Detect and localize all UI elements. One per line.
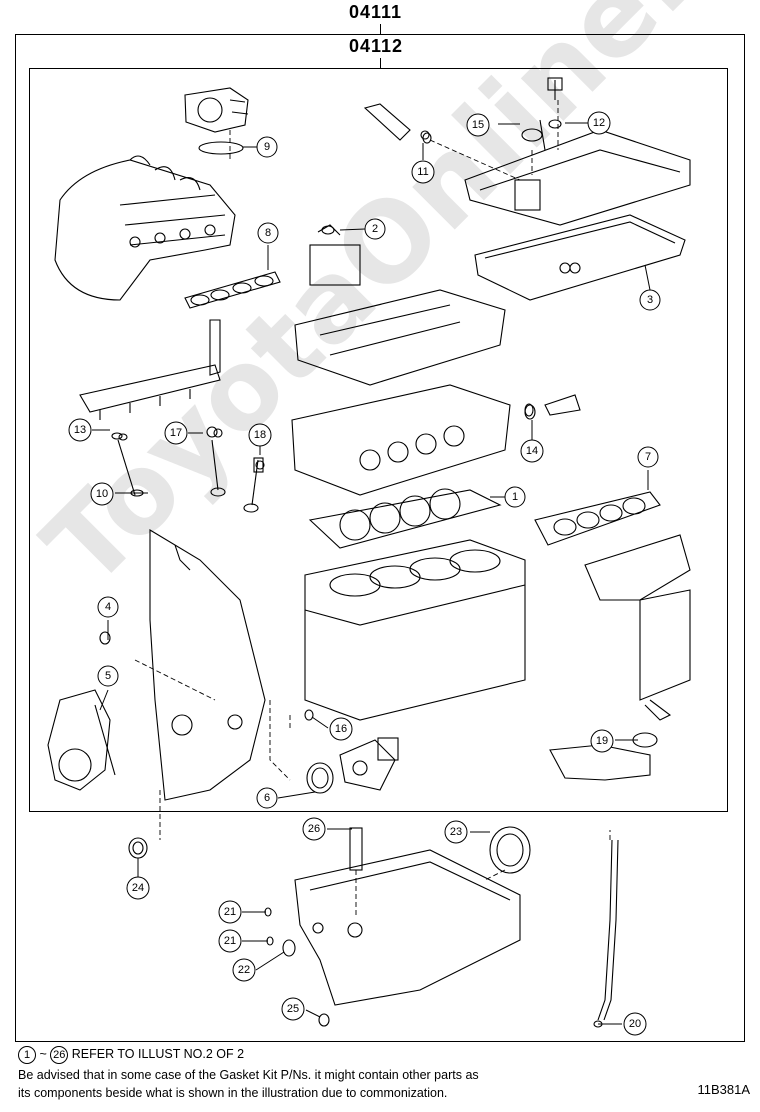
callout-5: 5 (97, 665, 119, 687)
callout-23: 23 (444, 820, 468, 844)
callout-9: 9 (256, 136, 278, 158)
valve-cover-drawing (464, 77, 691, 226)
callout-1: 1 (504, 486, 526, 508)
fuel-rail-drawing (79, 319, 221, 420)
injector-drawing (363, 103, 430, 141)
svg-text:6: 6 (264, 792, 270, 804)
svg-text:9: 9 (264, 141, 270, 153)
callout-21-lower: 21 (218, 929, 242, 953)
o-rings-drawing (99, 119, 562, 1027)
svg-text:1: 1 (512, 491, 518, 503)
callout-6: 6 (256, 787, 278, 809)
water-pump-drawing (47, 689, 116, 791)
exhaust-gasket-drawing (534, 491, 661, 546)
svg-text:21: 21 (224, 935, 236, 947)
intake-gasket-drawing (184, 271, 281, 309)
advisory-line-2: its components beside what is shown in t… (18, 1086, 448, 1100)
svg-text:20: 20 (629, 1018, 641, 1030)
dipstick-drawing (593, 839, 619, 1028)
callout-3: 3 (639, 289, 661, 311)
svg-text:25: 25 (287, 1003, 299, 1015)
svg-text:10: 10 (96, 488, 108, 500)
assembly-lines (134, 100, 611, 915)
water-outlet-drawing (339, 737, 399, 791)
intake-manifold-drawing (54, 155, 236, 301)
callout-25: 25 (281, 997, 305, 1021)
svg-text:19: 19 (596, 735, 608, 747)
outer-kit-frame (15, 34, 745, 1042)
valve-cover-gasket-drawing (474, 214, 686, 301)
camshaft-housing-drawing (294, 224, 506, 386)
callout-22: 22 (232, 958, 256, 982)
callout-24: 24 (126, 876, 150, 900)
svg-text:17: 17 (170, 427, 182, 439)
svg-text:23: 23 (450, 826, 462, 838)
svg-text:18: 18 (254, 429, 266, 441)
svg-text:14: 14 (526, 445, 538, 457)
svg-text:21: 21 (224, 906, 236, 918)
svg-text:5: 5 (105, 670, 111, 682)
rear-oil-seal-drawing (489, 826, 531, 874)
callout-7: 7 (637, 446, 659, 468)
svg-text:7: 7 (645, 451, 651, 463)
callout-16: 16 (329, 717, 353, 741)
svg-text:16: 16 (335, 723, 347, 735)
timing-cover-drawing (149, 529, 266, 801)
illustration-id: 11B381A (697, 1082, 750, 1097)
cylinder-head-drawing (291, 384, 581, 496)
callout-4: 4 (97, 596, 119, 618)
callout-leaders (92, 122, 651, 1025)
refer-text: REFER TO ILLUST NO.2 OF 2 (71, 1047, 245, 1061)
callout-14: 14 (520, 439, 544, 463)
svg-text:13: 13 (74, 424, 86, 436)
svg-text:15: 15 (472, 119, 484, 131)
svg-text:2: 2 (372, 223, 378, 235)
callout-10: 10 (90, 482, 114, 506)
oil-pan-drawing (294, 827, 521, 1006)
head-gasket-drawing (308, 488, 502, 549)
range-end-circle: 26 (50, 1045, 69, 1064)
svg-text:22: 22 (238, 964, 250, 976)
callout-26: 26 (302, 817, 326, 841)
callout-13: 13 (68, 418, 92, 442)
callout-8: 8 (257, 222, 279, 244)
callout-17: 17 (164, 421, 188, 445)
throttle-body-drawing (184, 87, 249, 133)
callout-12: 12 (587, 111, 611, 135)
cylinder-block-drawing (304, 539, 526, 721)
svg-text:12: 12 (593, 117, 605, 129)
range-separator: ~ (39, 1047, 47, 1061)
range-start-circle: 1 (18, 1045, 36, 1064)
refer-note: 1 ~ 26 REFER TO ILLUST NO.2 OF 2 (18, 1045, 244, 1064)
callout-21-upper: 21 (218, 900, 242, 924)
outer-code-leader (380, 24, 381, 34)
svg-text:26: 26 (308, 823, 320, 835)
callout-2: 2 (364, 218, 386, 240)
svg-text:8: 8 (265, 227, 271, 239)
valves-drawing (111, 426, 264, 513)
callout-18: 18 (248, 423, 272, 447)
svg-text:4: 4 (105, 601, 111, 613)
front-seal-drawing (306, 762, 334, 794)
exhaust-manifold-drawing (549, 534, 691, 781)
callout-11: 11 (411, 160, 435, 184)
callout-20: 20 (623, 1012, 647, 1036)
inner-kit-code: 04112 (349, 36, 404, 56)
svg-text:11: 11 (417, 166, 428, 178)
callout-19: 19 (590, 729, 614, 753)
callout-15: 15 (466, 113, 490, 137)
advisory-line-1: Be advised that in some case of the Gask… (18, 1068, 479, 1082)
svg-text:3: 3 (647, 294, 653, 306)
inner-code-leader (380, 58, 381, 68)
outer-kit-code: 04111 (349, 2, 403, 22)
svg-text:24: 24 (132, 882, 144, 894)
crank-seal-drawing (128, 837, 148, 859)
inner-kit-frame (29, 68, 728, 812)
